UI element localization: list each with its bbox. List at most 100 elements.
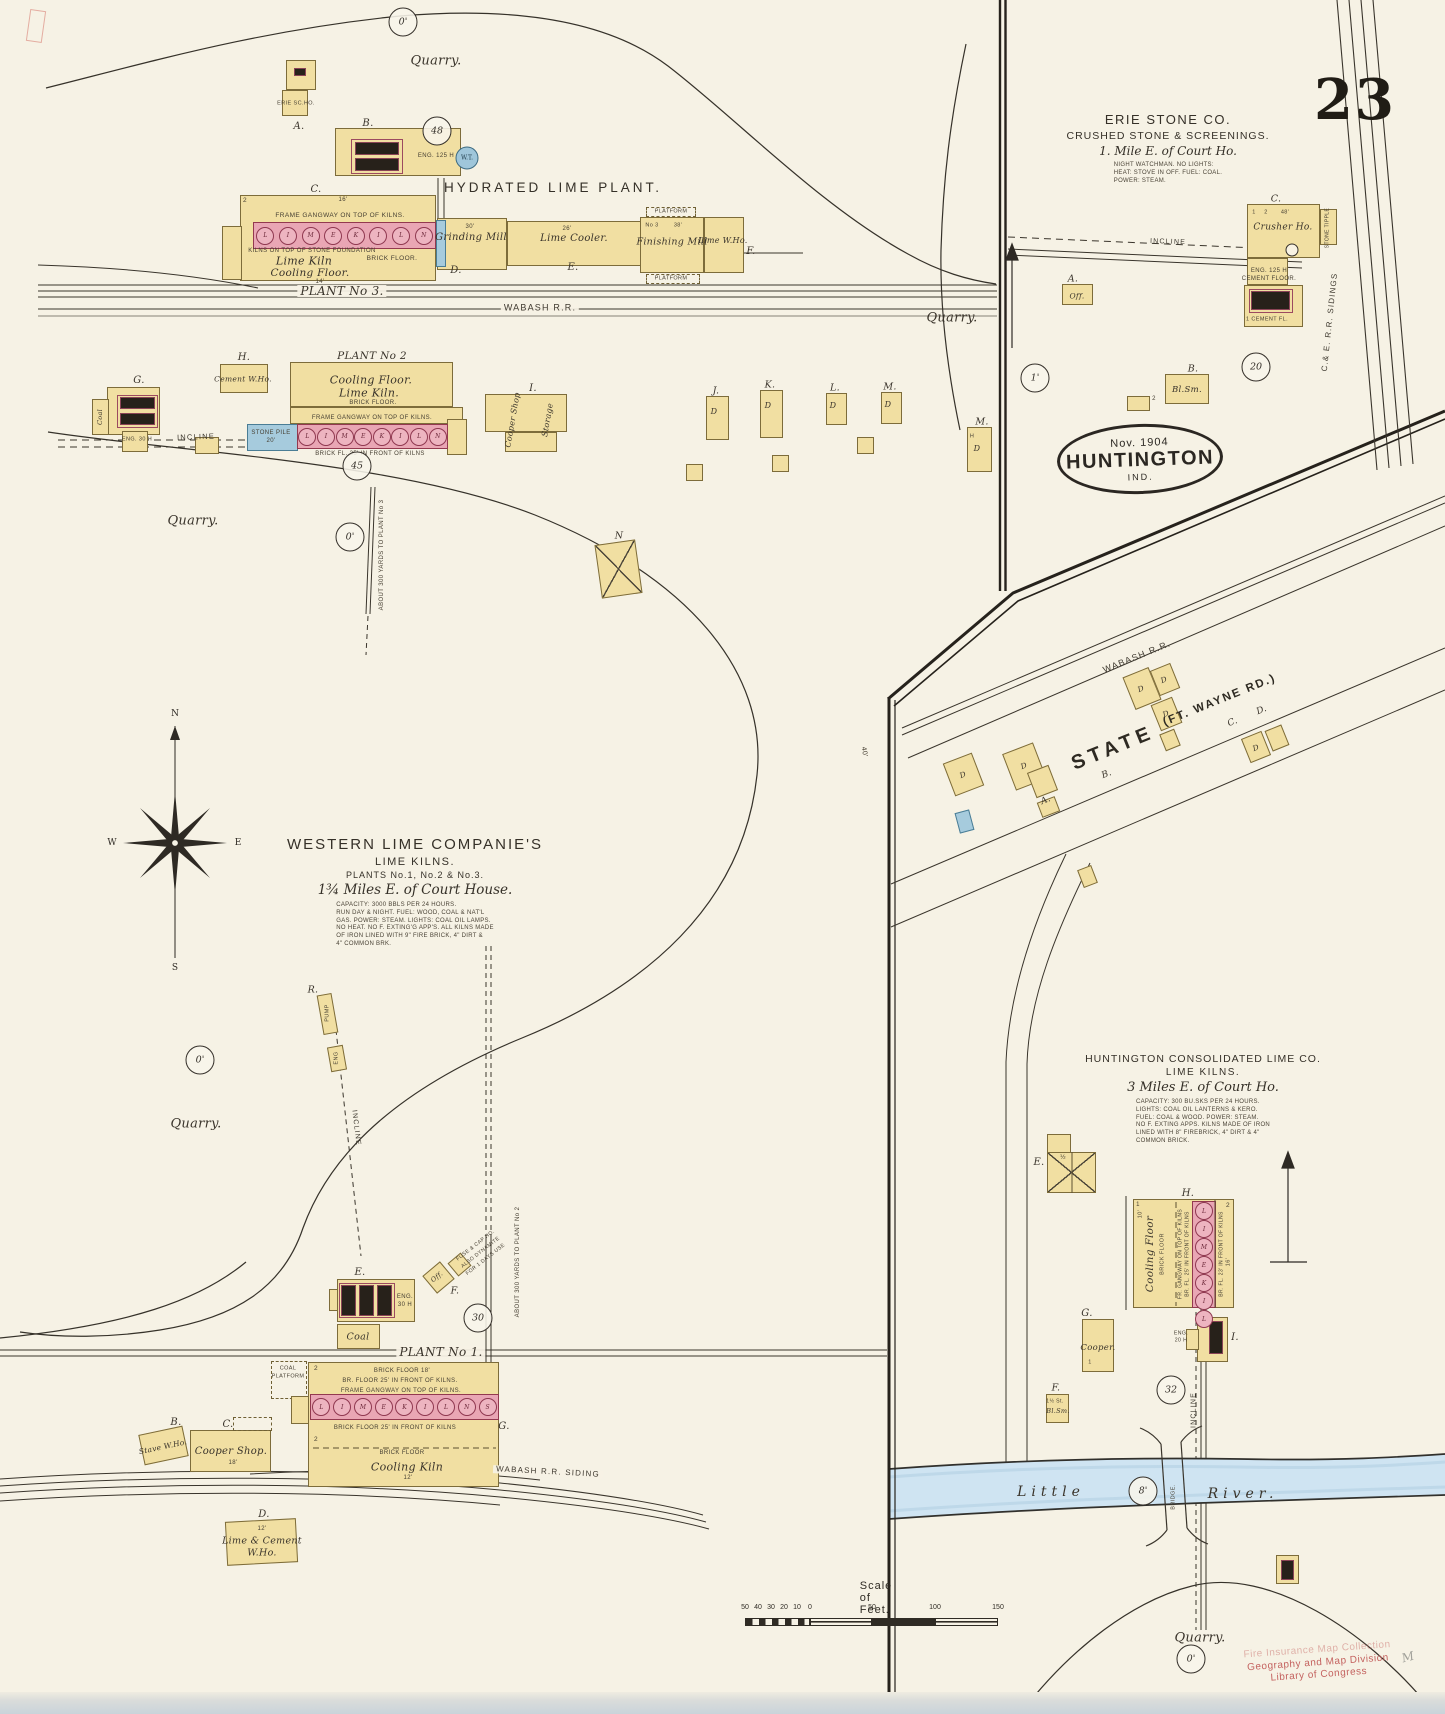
building (1247, 258, 1288, 285)
erie-note: NIGHT WATCHMAN. NO LIGHTS: (1113, 162, 1214, 168)
western-note: OF IRON LINED WITH 9" FIRE BRICK, 4" DIR… (336, 933, 483, 940)
building (291, 1396, 309, 1424)
map-label: Cooper Shop (503, 391, 522, 449)
map-label: 16' (1225, 1257, 1232, 1267)
quarry-label: Quarry. (167, 513, 219, 529)
map-label: ENG. (1173, 1330, 1189, 1337)
map-label: D (829, 401, 837, 410)
map-label: D (1251, 742, 1261, 754)
western-distance: 1¾ Miles E. of Court House. (317, 882, 513, 898)
scale-segment (810, 1618, 872, 1626)
building (760, 390, 783, 438)
kiln-circle: L (392, 226, 411, 245)
map-label: ENG. (396, 1294, 414, 1300)
building (640, 217, 704, 273)
map-label: BRICK FLOOR 25' IN FRONT OF KILNS (333, 1425, 457, 1431)
building (646, 274, 700, 284)
kiln-circle: I (1195, 1292, 1213, 1310)
map-label: 30 H (397, 1302, 413, 1308)
kiln-circle: E (1195, 1256, 1213, 1274)
consolidated-distance: 3 Miles E. of Court Ho. (1127, 1080, 1279, 1095)
kiln-circle: I (391, 427, 410, 446)
map-label: Cooling Floor (1143, 1215, 1156, 1293)
map-label: B. (1187, 363, 1199, 375)
map-label: H. (237, 352, 251, 363)
elevation-marker: 20 (1241, 352, 1271, 382)
railroad-label: WABASH R.R. SIDING (492, 1464, 604, 1479)
building (286, 60, 316, 90)
kiln-circle: L (312, 1398, 331, 1416)
map-label: C. (310, 184, 322, 195)
pencil-mark: M (1400, 1648, 1416, 1666)
map-label: C. (1226, 716, 1240, 730)
map-label: No 3 (645, 222, 659, 229)
map-label: Finishing Mill (636, 236, 708, 248)
map-label: 2 (242, 196, 248, 204)
building (857, 437, 874, 454)
map-label: Off. (429, 1269, 445, 1285)
scale-segment (745, 1618, 810, 1626)
elevation-marker: 1' (1020, 363, 1050, 393)
kiln-circle: L (1195, 1202, 1213, 1220)
consolidated-note: COMMON BRICK. (1135, 1137, 1190, 1144)
building (1165, 374, 1209, 404)
plant-label: PLANT No 1. (396, 1346, 486, 1358)
map-label: F. (746, 246, 756, 257)
map-label: Lime Kiln (275, 254, 333, 268)
building (505, 432, 557, 452)
kiln-circle: I (278, 226, 297, 245)
building (1247, 204, 1320, 258)
kiln-circle: E (324, 226, 343, 245)
building (117, 395, 158, 428)
kiln-circle: L (298, 427, 317, 446)
consolidated-note: FUEL: COAL & WOOD. POWER: STEAM. (1135, 1114, 1259, 1121)
map-label: FRAME GANGWAY ON TOP OF KILNS. (275, 211, 405, 219)
building (646, 207, 696, 217)
kiln-circle: L (410, 427, 429, 446)
map-label: 38' (673, 222, 683, 229)
map-label: D (973, 444, 981, 453)
kiln-circle: M (353, 1398, 372, 1416)
building (437, 218, 507, 270)
kiln-circle: I (316, 427, 335, 446)
building (190, 1430, 271, 1472)
map-label: Coal (95, 408, 104, 426)
kiln-circle: K (395, 1398, 414, 1416)
map-label: D. (1255, 703, 1269, 718)
building (706, 396, 729, 440)
map-label: STONE TIPPLE (1324, 207, 1331, 249)
scale-tick: 150 (992, 1604, 1004, 1611)
map-label: STONE PILE (251, 430, 291, 436)
western-note: NO HEAT. NO F. EXTING'G APP'S. ALL KILNS… (336, 925, 494, 932)
map-label: Off. (1069, 291, 1085, 301)
map-label: ENG (333, 1051, 340, 1065)
map-label: ABOUT 300 YARDS TO PLANT No 3 (379, 499, 385, 611)
river-label: Little (1017, 1484, 1085, 1500)
western-plants: PLANTS No.1, No.2 & No.3. (345, 870, 485, 880)
map-label: 2 (1264, 209, 1268, 216)
plant-title-text: HYDRATED LIME PLANT. (443, 180, 663, 195)
consolidated-subtitle: LIME KILNS. (1165, 1067, 1241, 1078)
quarry-label: Quarry. (410, 53, 462, 69)
map-label: A. (293, 121, 305, 132)
building (1082, 1319, 1114, 1372)
map-label: L. (830, 382, 840, 394)
scale-tick: 10 (793, 1604, 801, 1611)
map-label: D (1161, 708, 1171, 720)
stamp-state: IND. (1127, 471, 1154, 482)
map-label: Cooper Shop. (194, 1446, 268, 1457)
map-label: Cement W.Ho. (214, 374, 272, 384)
building (1281, 1560, 1294, 1580)
building (686, 464, 703, 481)
map-label: 1 (1088, 1359, 1092, 1366)
quarry-label: Quarry. (1174, 1630, 1226, 1646)
kiln-circle: E (374, 1398, 393, 1416)
map-label: K. (764, 379, 776, 391)
map-label: ABOUT 300 YARDS TO PLANT No 2 (515, 1206, 521, 1318)
map-label: I. (1231, 1332, 1239, 1343)
